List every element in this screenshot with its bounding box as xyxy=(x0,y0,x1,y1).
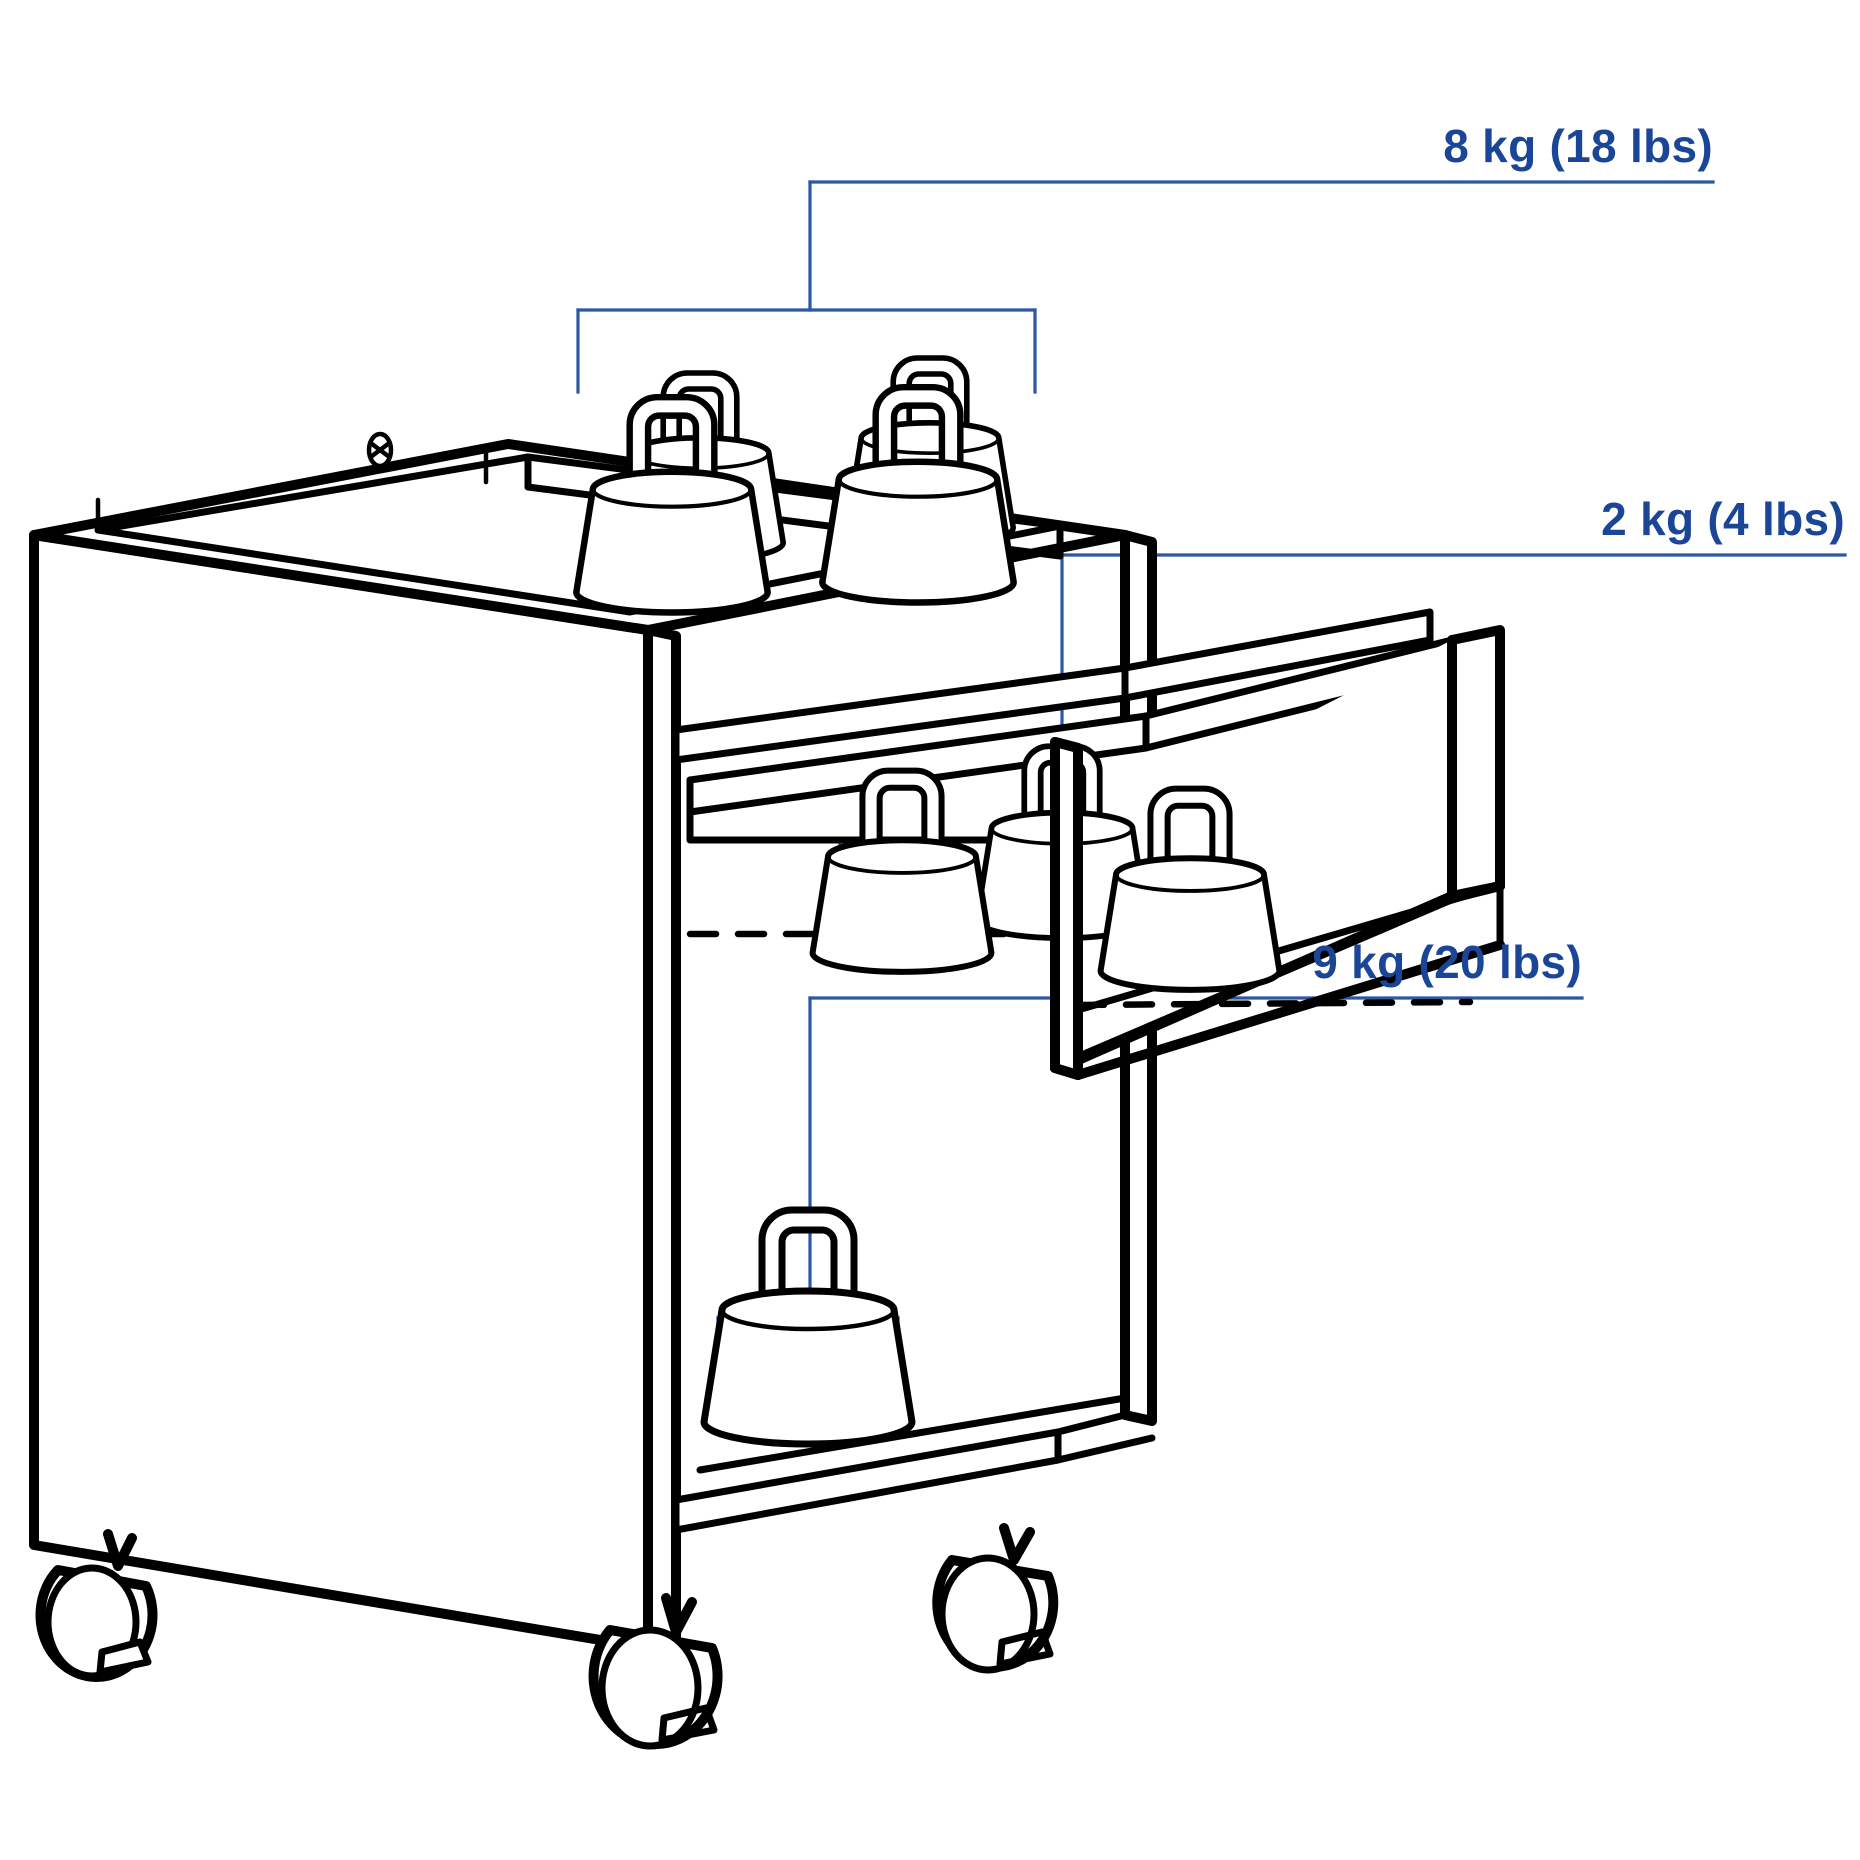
caster-front-left xyxy=(35,1529,158,1682)
caster-rear-right xyxy=(932,1523,1059,1674)
weight-top-front-right xyxy=(822,387,1013,602)
callout-label-drawer: 2 kg (4 lbs) xyxy=(1601,493,1845,545)
cart-left-side-panel xyxy=(29,530,653,1653)
caster-front-center xyxy=(588,1593,723,1750)
callout-label-bottom: 9 kg (20 lbs) xyxy=(1312,936,1582,988)
callout-leader-top xyxy=(576,180,1715,394)
weight-bottom xyxy=(704,1210,912,1444)
cart-front-right-post xyxy=(643,625,681,1653)
screw-hole xyxy=(366,431,394,469)
cart-middle-shelf xyxy=(672,608,1434,764)
weight-group-bottom xyxy=(704,1210,912,1444)
callout-label-top: 8 kg (18 lbs) xyxy=(1443,120,1713,172)
cart-front-right-post-overlay xyxy=(1050,737,1083,1080)
cart-bottom-shelf xyxy=(672,1394,1156,1534)
